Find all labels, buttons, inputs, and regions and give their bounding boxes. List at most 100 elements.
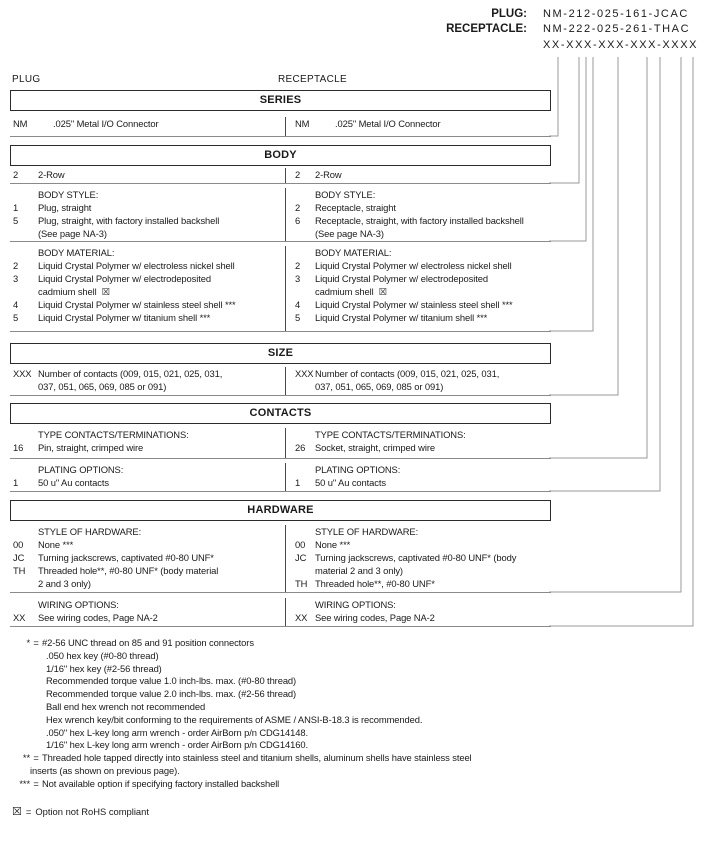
option-code: XX xyxy=(13,612,26,623)
option-row: NM.025" Metal I/O Connector xyxy=(295,117,551,130)
subsection-label: BODY MATERIAL: xyxy=(315,247,392,258)
option-code: 2 xyxy=(295,260,301,271)
connector-line-body-material xyxy=(549,57,594,332)
option-description: Liquid Crystal Polymer w/ electrodeposit… xyxy=(315,273,488,297)
option-code: XX xyxy=(295,612,308,623)
option-row: JC Turning jackscrews, captivated #0-80 U… xyxy=(13,551,285,564)
footnote-equals: = xyxy=(33,752,39,764)
option-description: 2-Row xyxy=(315,169,342,180)
option-description: .025" Metal I/O Connector xyxy=(335,118,441,129)
footnote-star: * xyxy=(26,637,30,648)
subsection-label: PLATING OPTIONS: xyxy=(38,464,124,475)
plug-part-number-row: PLUG: NM-212-025-161-JCAC xyxy=(380,8,706,22)
subsection-right-column: NM.025" Metal I/O Connector xyxy=(285,117,551,136)
option-code: 1 xyxy=(13,202,19,213)
subsection-right-column: 2 2-Row xyxy=(285,168,551,183)
option-code: 1 xyxy=(295,477,301,488)
rohs-note-text: Option not RoHS compliant xyxy=(35,806,149,817)
footnote-continuation: .050" hex L-key long arm wrench - order … xyxy=(46,726,308,738)
option-code: NM xyxy=(13,118,28,129)
footnotes: * = #2-56 UNC thread on 85 and 91 position… xyxy=(12,637,702,791)
subsection-label: STYLE OF HARDWARE: xyxy=(315,526,419,537)
rohs-equals: = xyxy=(25,806,32,817)
receptacle-part-number-row: RECEPTACLE: NM-222-025-261-THAC xyxy=(380,23,706,37)
option-description: Liquid Crystal Polymer w/ stainless stee… xyxy=(315,299,513,310)
option-description: Plug, straight, with factory installed b… xyxy=(38,215,220,239)
option-description: Threaded hole**, #0-80 UNF* (body materi… xyxy=(38,565,219,589)
column-heading-plug: PLUG xyxy=(12,74,41,85)
option-description: Pin, straight, crimped wire xyxy=(38,442,144,453)
footnote-continuation: Recommended torque value 2.0 inch-lbs. m… xyxy=(46,688,297,700)
subsection-left-column: NM.025" Metal I/O Connector xyxy=(10,117,285,136)
option-description: Liquid Crystal Polymer w/ titanium shell… xyxy=(38,312,211,323)
option-description: Liquid Crystal Polymer w/ electroless ni… xyxy=(315,260,512,271)
section-header-size: SIZE xyxy=(10,343,551,364)
subsection-label: WIRING OPTIONS: xyxy=(315,599,396,610)
option-code: 5 xyxy=(13,312,19,323)
option-row: 4 Liquid Crystal Polymer w/ stainless ste… xyxy=(295,298,551,311)
option-description: Turning jackscrews, captivated #0-80 UNF… xyxy=(315,552,517,576)
option-code: TH xyxy=(295,578,308,589)
option-code: 3 xyxy=(295,273,301,284)
footnote-row: *=#2-56 UNC thread on 85 and 91 position… xyxy=(12,637,702,650)
footnote-star: *** xyxy=(19,777,30,789)
option-code: 2 xyxy=(295,169,301,180)
option-description: Number of contacts (009, 015, 021, 025, … xyxy=(315,368,500,392)
footnote-continuation: 1/16" hex L-key long arm wrench - order … xyxy=(46,739,308,751)
option-code: 2 xyxy=(13,169,19,180)
footnote-text: #2-56 UNC thread on 85 and 91 position c… xyxy=(42,637,254,648)
option-row: 1 50 u" Au contacts xyxy=(295,476,551,489)
receptacle-part-number-label: RECEPTACLE: xyxy=(446,23,527,35)
option-code: 1 xyxy=(13,477,19,488)
section-header-hardware: HARDWARE xyxy=(10,500,551,521)
option-code: 16 xyxy=(13,442,24,453)
boxed-x-icon: ☒ xyxy=(12,805,22,818)
option-code: 5 xyxy=(13,215,19,226)
part-number-template-row: XX-XXX-XXX-XXX-XXXX xyxy=(380,39,706,53)
footnote-continuation: inserts (as shown on previous page). xyxy=(30,764,180,776)
connector-line-plating xyxy=(549,57,661,492)
option-description: Turning jackscrews, captivated #0-80 UNF… xyxy=(38,552,214,563)
option-row: 5 Plug, straight, with factory installed … xyxy=(13,214,285,240)
footnote-continuation: .050 hex key (#0-80 thread) xyxy=(46,649,159,661)
footnote-row: ***=Not available option if specifying f… xyxy=(12,778,702,791)
connector-line-contact-type xyxy=(549,57,648,459)
connector-line-hardware xyxy=(549,57,682,593)
footnote-text: Threaded hole tapped directly into stain… xyxy=(42,752,472,764)
option-code: JC xyxy=(13,552,25,563)
subsection-label: BODY MATERIAL: xyxy=(38,247,115,258)
column-heading-receptacle: RECEPTACLE xyxy=(278,74,347,85)
option-code: JC xyxy=(295,552,307,563)
option-description: Threaded hole**, #0-80 UNF* xyxy=(315,578,435,589)
option-description: 50 u" Au contacts xyxy=(315,477,386,488)
connector-line-body-row xyxy=(549,57,580,184)
subsection-label: BODY STYLE: xyxy=(315,189,376,200)
connector-line-body-style xyxy=(549,57,587,242)
option-description: See wiring codes, Page NA-2 xyxy=(38,612,158,623)
receptacle-part-number-value: NM-222-025-261-THAC xyxy=(543,23,691,35)
plug-part-number-label: PLUG: xyxy=(491,8,527,20)
section-header-contacts: CONTACTS xyxy=(10,403,551,424)
option-code: 6 xyxy=(295,215,301,226)
option-code: 4 xyxy=(295,299,301,310)
